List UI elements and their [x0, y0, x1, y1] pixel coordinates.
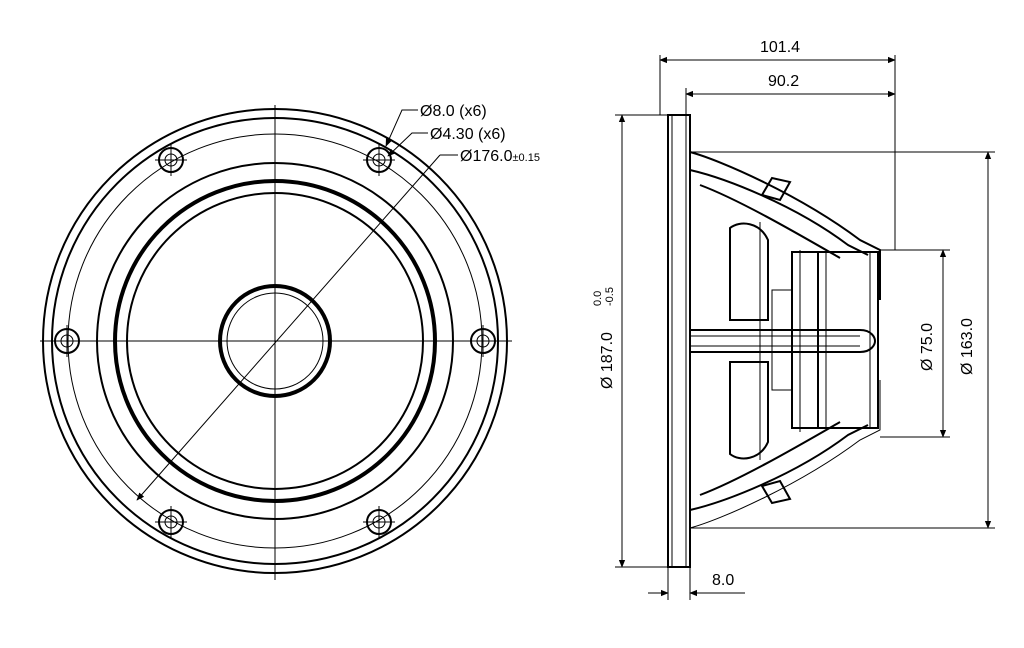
side-view: 101.4 90.2 8.0 Ø 187.0 0.0 -0.5 Ø 163.0 … — [592, 39, 995, 600]
bolt-circle-label: Ø176.0±0.15 — [460, 148, 540, 165]
bolt-circle-tolerance: ±0.15 — [512, 152, 539, 164]
mounting-hole — [155, 506, 187, 538]
mounting-hole — [155, 144, 187, 176]
mounting-hole — [467, 325, 499, 357]
flange-diameter-label-group: Ø 187.0 0.0 -0.5 — [592, 287, 616, 389]
inner-hole-leader — [387, 132, 428, 157]
basket-frame — [689, 151, 881, 529]
inner-hole-label: Ø4.30 (x6) — [430, 126, 506, 143]
frame-depth-label: 90.2 — [768, 73, 799, 90]
dust-cap-outer — [218, 284, 332, 398]
magnet-diameter-label: Ø 75.0 — [919, 323, 936, 371]
mounting-hole — [363, 506, 395, 538]
mounting-hole — [51, 325, 83, 357]
flange-tol-lower: -0.5 — [604, 287, 616, 306]
frame-ring-3 — [96, 162, 454, 520]
surround-outer — [113, 179, 437, 503]
outer-hole-leader — [385, 109, 418, 147]
flange-tol-upper: 0.0 — [592, 291, 604, 306]
outer-hole-label: Ø8.0 (x6) — [420, 103, 487, 120]
dust-cap-inner — [226, 292, 324, 390]
flange-thickness-label: 8.0 — [712, 572, 734, 589]
front-view: Ø8.0 (x6) Ø4.30 (x6) Ø176.0±0.15 — [40, 103, 540, 580]
frame-outer-ring — [42, 108, 508, 574]
flange-plate — [667, 114, 691, 568]
overall-depth-label: 101.4 — [760, 39, 800, 56]
surround-inner — [126, 192, 424, 490]
basket-diameter-label: Ø 163.0 — [959, 318, 976, 375]
bolt-circle-value: Ø176.0 — [460, 148, 513, 165]
mounting-hole — [363, 144, 395, 176]
flange-diameter-label: Ø 187.0 — [599, 332, 616, 389]
bolt-circle-dimension-line — [136, 154, 441, 501]
